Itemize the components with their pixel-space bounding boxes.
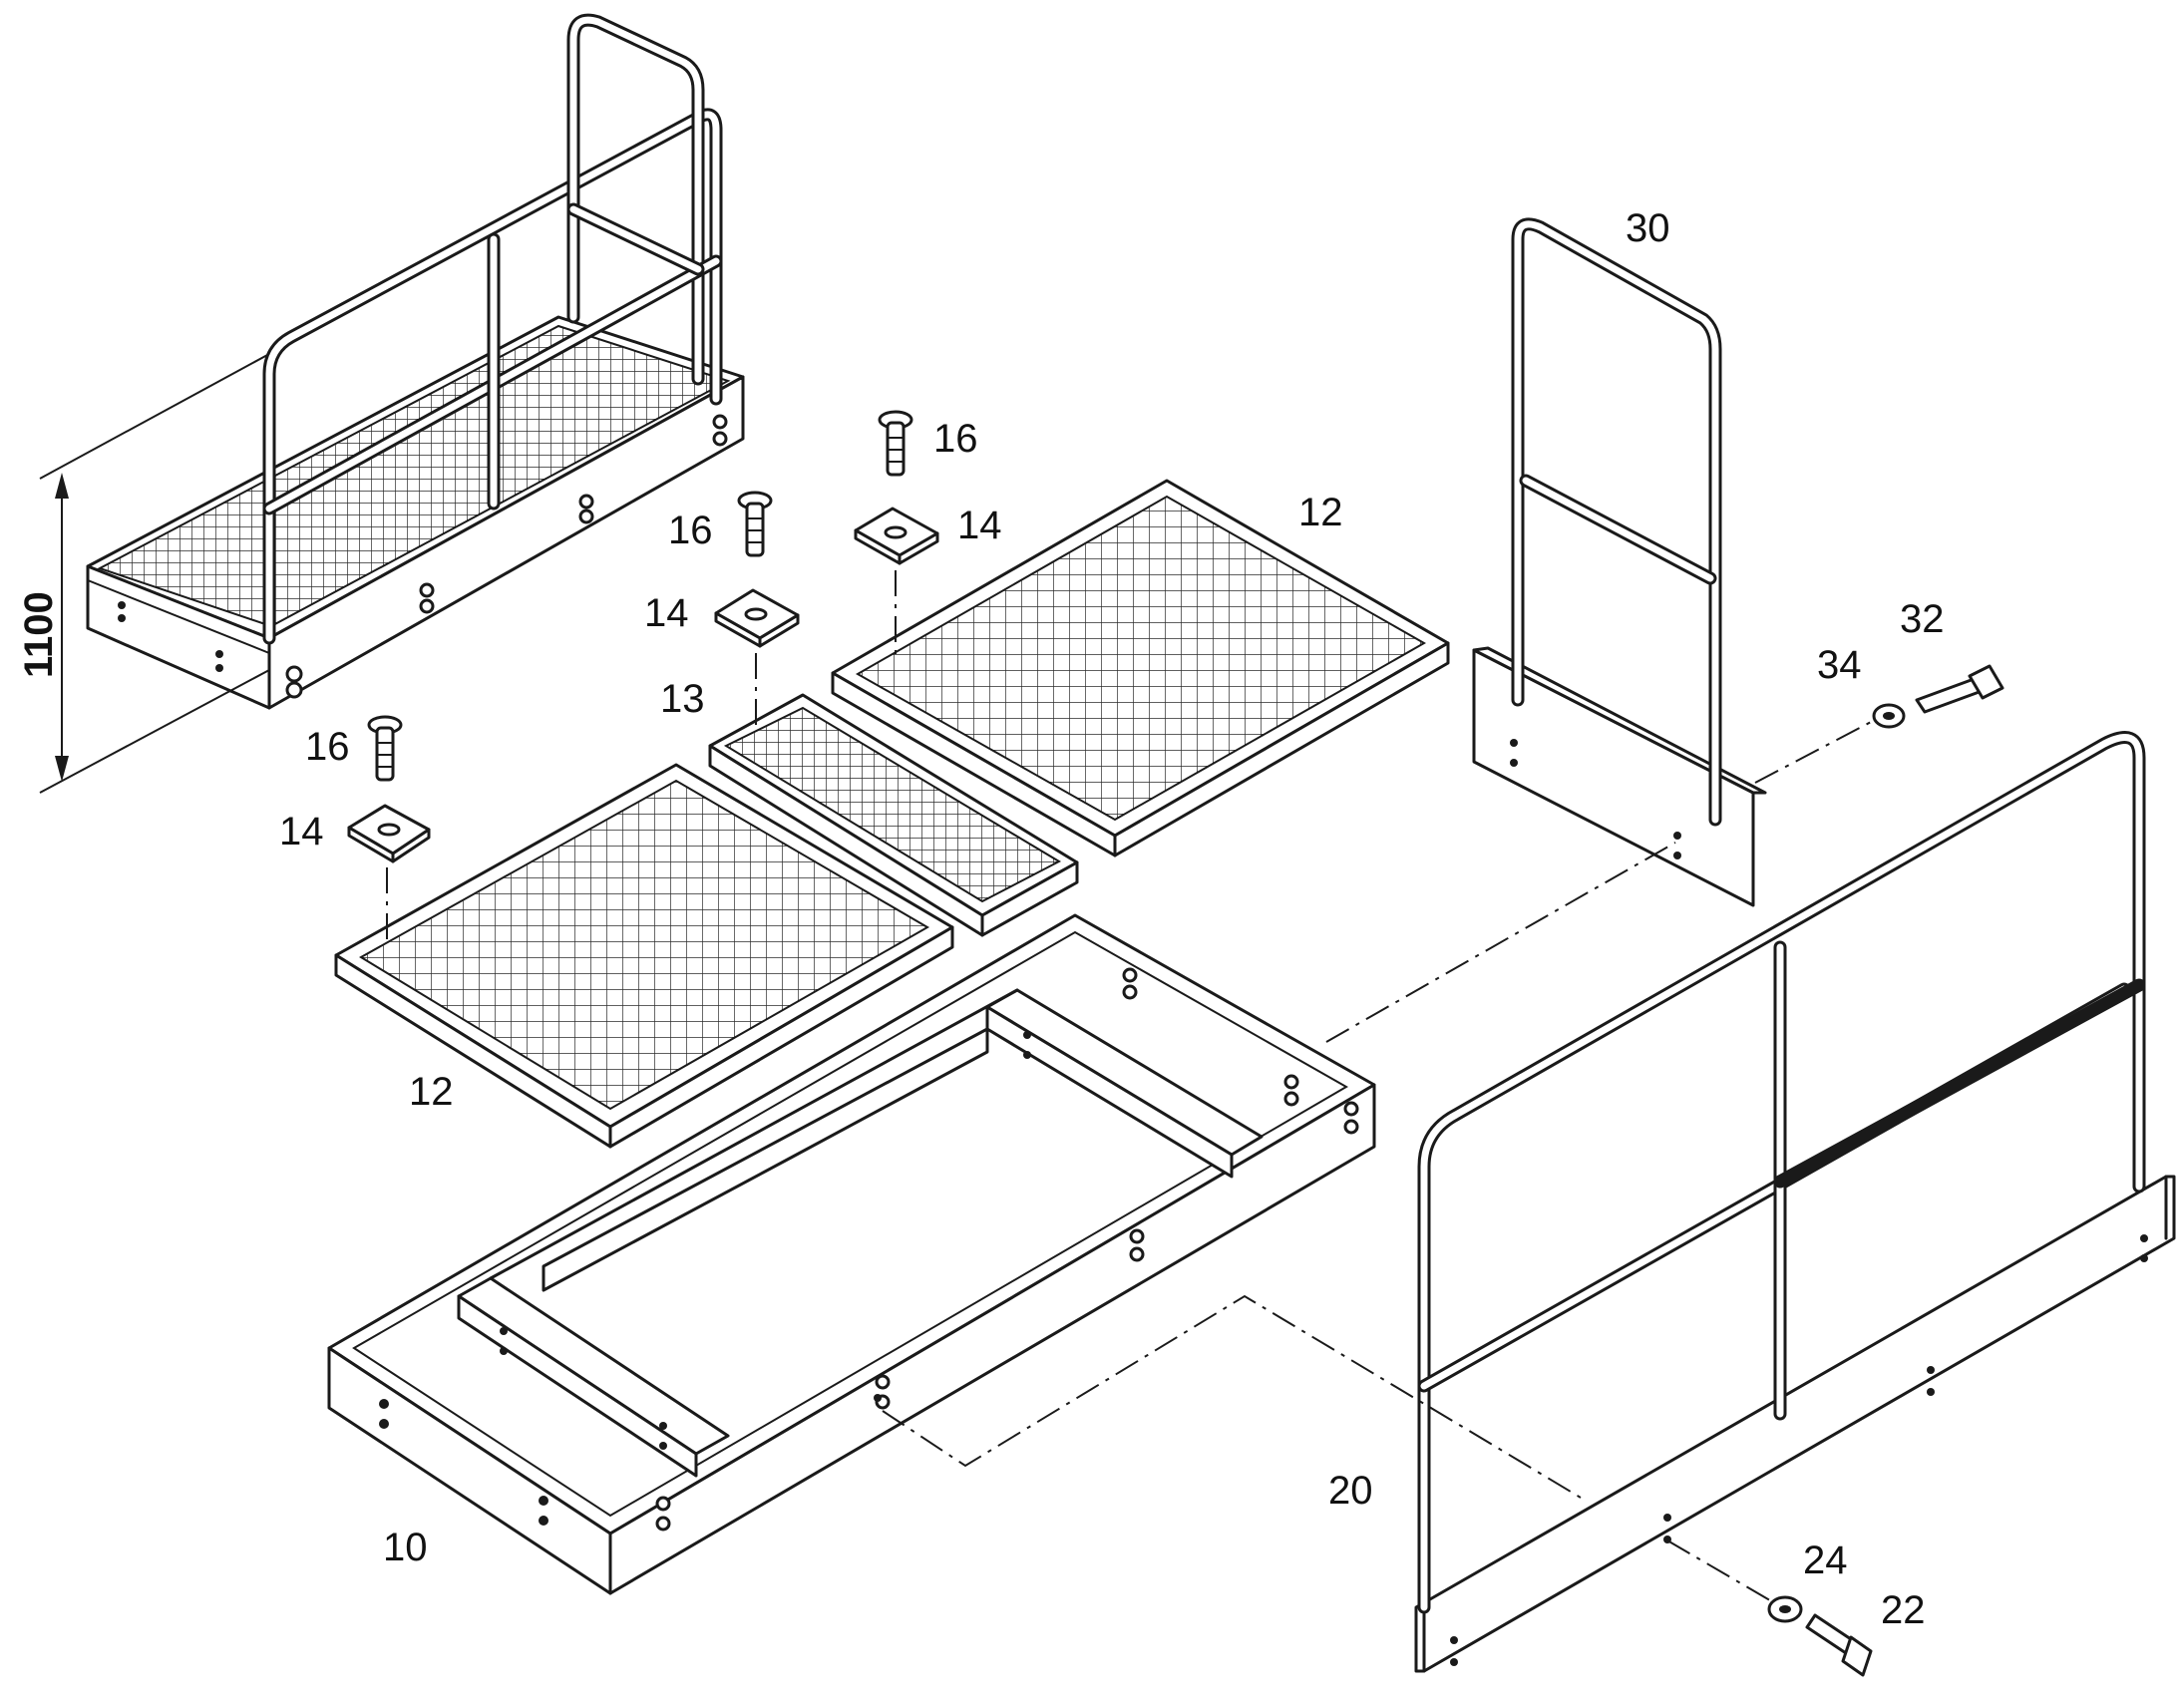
callout-16-right: 16 — [933, 417, 978, 461]
fastener-set-left — [347, 715, 431, 947]
fastener-set-right — [854, 410, 939, 658]
callout-24: 24 — [1803, 1538, 1848, 1582]
callout-32: 32 — [1900, 597, 1945, 641]
fastener-set-middle — [714, 491, 800, 733]
callout-labels: 10 12 12 13 14 14 14 16 16 16 20 22 24 3… — [279, 206, 1945, 1632]
height-dimension-label: 1100 — [17, 591, 61, 678]
callout-10: 10 — [383, 1526, 428, 1569]
callout-16-middle: 16 — [668, 509, 713, 552]
callout-14-left: 14 — [279, 810, 324, 854]
callout-12-right: 12 — [1298, 491, 1343, 534]
callout-22: 22 — [1881, 1588, 1926, 1632]
callout-14-right: 14 — [957, 504, 1002, 547]
callout-14-middle: 14 — [644, 591, 689, 635]
callout-34: 34 — [1817, 643, 1862, 687]
grating-panel-13 — [708, 693, 1079, 937]
bolt-32-washer-34 — [1872, 664, 2004, 729]
assembly-centerlines — [882, 719, 1876, 1604]
callout-13: 13 — [660, 677, 705, 721]
grating-panel-12-left — [334, 763, 954, 1149]
callout-12-left: 12 — [409, 1070, 454, 1114]
callout-20: 20 — [1328, 1469, 1373, 1513]
grating-panel-12-right — [831, 479, 1450, 857]
callout-16-left: 16 — [305, 725, 350, 769]
end-railing-30 — [1472, 217, 1767, 907]
side-railing-20 — [1414, 731, 2176, 1673]
base-frame-10 — [327, 913, 1376, 1595]
assembled-platform-overview: 1100 — [17, 13, 745, 794]
overview-grating — [97, 324, 731, 628]
bolt-22-washer-24 — [1767, 1595, 1873, 1677]
callout-30: 30 — [1626, 206, 1670, 250]
